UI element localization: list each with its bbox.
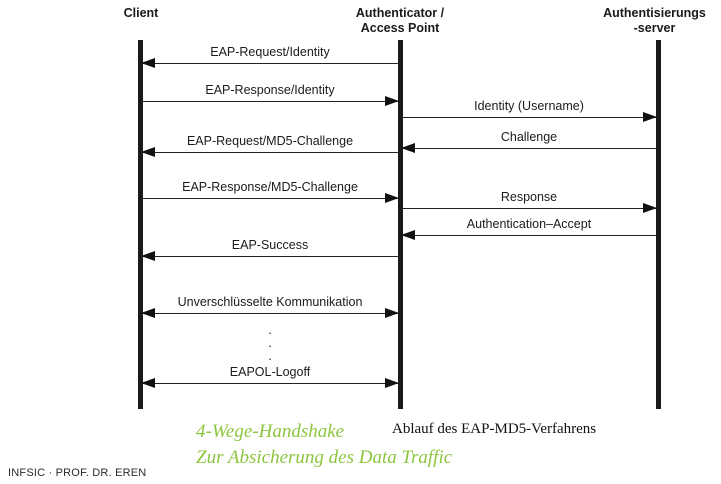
message-line [142,198,398,200]
message-label: Unverschlüsselte Kommunikation [177,295,363,309]
message-line [142,152,398,154]
message-label: Response [500,190,558,204]
lifeline-authenticator [398,40,403,409]
message-line [402,148,656,150]
arrowhead-right-icon [385,377,399,388]
arrowhead-left-icon [141,307,155,318]
participant-header-client: Client [123,6,159,20]
message-line [142,256,398,258]
message-line [402,208,656,210]
message-label: Challenge [500,130,558,144]
arrowhead-left-icon [141,377,155,388]
message-label: EAP-Request/Identity [210,45,330,59]
arrowhead-left-icon [141,57,155,68]
arrowhead-left-icon [141,250,155,261]
caption-diagram-title: Ablauf des EAP-MD5-Verfahrens [392,421,597,437]
arrowhead-right-icon [385,307,399,318]
message-label: EAP-Success [231,238,309,252]
arrowhead-left-icon [401,142,415,153]
message-line [142,383,398,385]
lifeline-auth-server [656,40,661,409]
footer-attribution: INFSIC · PROF. DR. EREN [8,467,147,479]
message-label: EAP-Response/Identity [205,83,335,97]
message-line [402,117,656,119]
ellipsis-dot-2: · [267,338,273,353]
ellipsis-dot-3: · [267,351,273,366]
participant-header-auth-server: Authentisierungs -server [603,6,706,35]
message-line [402,235,656,237]
lifeline-client [138,40,143,409]
vertical-ellipsis: · · · [240,326,300,365]
arrowhead-right-icon [385,192,399,203]
arrowhead-left-icon [401,229,415,240]
message-line [142,63,398,65]
message-line [142,101,398,103]
arrowhead-left-icon [141,146,155,157]
message-label: EAPOL-Logoff [229,365,311,379]
message-line [142,313,398,315]
message-label: EAP-Request/MD5-Challenge [186,134,354,148]
arrowhead-right-icon [643,111,657,122]
caption-green-line-2: Zur Absicherung des Data Traffic [196,447,453,468]
message-label: Authentication–Accept [466,217,592,231]
participant-header-authenticator: Authenticator / Access Point [355,6,445,35]
arrowhead-right-icon [385,95,399,106]
message-label: Identity (Username) [474,99,584,113]
arrowhead-right-icon [643,202,657,213]
caption-green-line-1: 4-Wege-Handshake [196,421,345,442]
ellipsis-dot-1: · [267,325,273,340]
message-label: EAP-Response/MD5-Challenge [182,180,358,194]
